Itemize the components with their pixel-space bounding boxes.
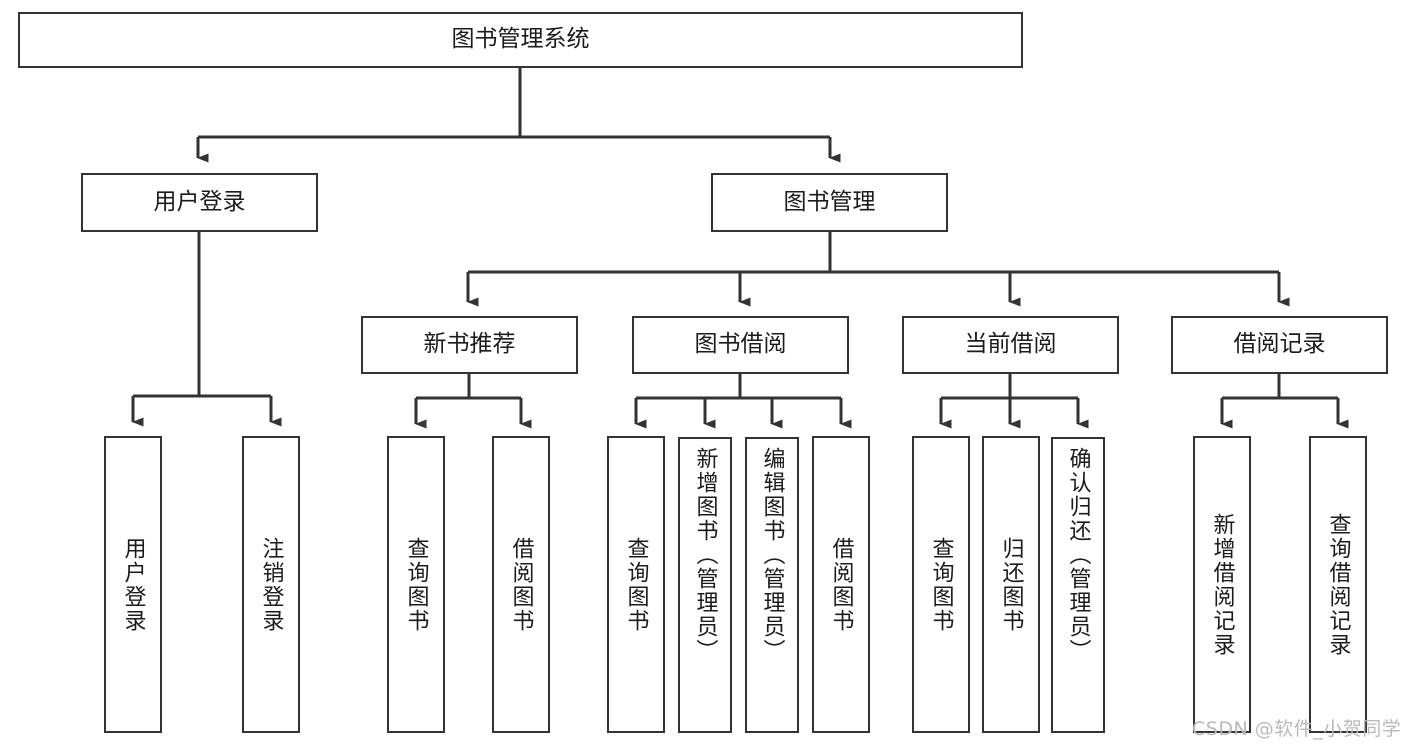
node-new-book-recommendation-label: 新书推荐 xyxy=(423,331,516,358)
leaf-query-borrow-record-label: 查询借阅记录 xyxy=(1325,512,1351,657)
leaf-return-book[interactable]: 归还图书 xyxy=(982,436,1040,733)
leaf-confirm-return-admin[interactable]: 确认归还（管理员） xyxy=(1051,437,1105,733)
book-borrow-to-leaves-connectors xyxy=(634,374,852,429)
leaf-borrow-book-new-rec[interactable]: 借阅图书 xyxy=(492,436,550,733)
node-book-borrowing-label: 图书借阅 xyxy=(694,331,787,358)
leaf-query-book-current-label: 查询图书 xyxy=(928,536,954,633)
current-borrow-to-leaves-connectors xyxy=(939,374,1089,429)
leaf-borrow-book-borrowing-label: 借阅图书 xyxy=(828,536,854,633)
node-book-borrowing[interactable]: 图书借阅 xyxy=(632,316,849,374)
leaf-query-borrow-record[interactable]: 查询借阅记录 xyxy=(1309,436,1367,733)
leaf-add-book-admin-label: 新增图书（管理员） xyxy=(692,447,718,663)
leaf-logout-label: 注销登录 xyxy=(258,536,284,633)
node-borrowing-record[interactable]: 借阅记录 xyxy=(1171,316,1388,374)
leaf-return-book-label: 归还图书 xyxy=(998,536,1024,633)
leaf-borrow-book-new-rec-label: 借阅图书 xyxy=(508,536,534,633)
leaf-query-book-new-rec-label: 查询图书 xyxy=(403,536,429,633)
node-book-management[interactable]: 图书管理 xyxy=(711,173,948,232)
node-root-book-management-system[interactable]: 图书管理系统 xyxy=(18,12,1023,68)
leaf-query-book-current[interactable]: 查询图书 xyxy=(912,436,970,733)
new-book-rec-to-leaves-connectors xyxy=(414,374,532,429)
leaf-confirm-return-admin-label: 确认归还（管理员） xyxy=(1065,447,1091,663)
borrow-record-to-leaves-connectors xyxy=(1220,374,1349,429)
leaf-edit-book-admin[interactable]: 编辑图书（管理员） xyxy=(745,437,799,733)
leaf-query-book-borrowing[interactable]: 查询图书 xyxy=(607,436,665,733)
leaf-add-book-admin[interactable]: 新增图书（管理员） xyxy=(678,437,732,733)
user-login-to-leaves-connectors xyxy=(131,232,282,427)
leaf-edit-book-admin-label: 编辑图书（管理员） xyxy=(759,447,785,663)
node-root-label: 图书管理系统 xyxy=(451,26,590,53)
node-user-login[interactable]: 用户登录 xyxy=(81,173,318,232)
leaf-user-login[interactable]: 用户登录 xyxy=(104,436,162,733)
leaf-user-login-label: 用户登录 xyxy=(120,536,146,633)
root-to-level2-connectors xyxy=(196,68,841,163)
leaf-add-borrow-record-label: 新增借阅记录 xyxy=(1209,512,1235,657)
node-borrowing-record-label: 借阅记录 xyxy=(1233,331,1326,358)
leaf-query-book-borrowing-label: 查询图书 xyxy=(623,536,649,633)
node-user-login-label: 用户登录 xyxy=(153,188,246,215)
node-current-borrowing-label: 当前借阅 xyxy=(964,331,1057,358)
book-mgmt-to-level3-connectors xyxy=(466,232,1290,307)
leaf-borrow-book-borrowing[interactable]: 借阅图书 xyxy=(812,436,870,733)
leaf-logout[interactable]: 注销登录 xyxy=(242,436,300,733)
node-new-book-recommendation[interactable]: 新书推荐 xyxy=(361,316,578,374)
leaf-query-book-new-rec[interactable]: 查询图书 xyxy=(387,436,445,733)
node-current-borrowing[interactable]: 当前借阅 xyxy=(902,316,1119,374)
leaf-add-borrow-record[interactable]: 新增借阅记录 xyxy=(1193,436,1251,733)
node-book-management-label: 图书管理 xyxy=(783,188,876,215)
